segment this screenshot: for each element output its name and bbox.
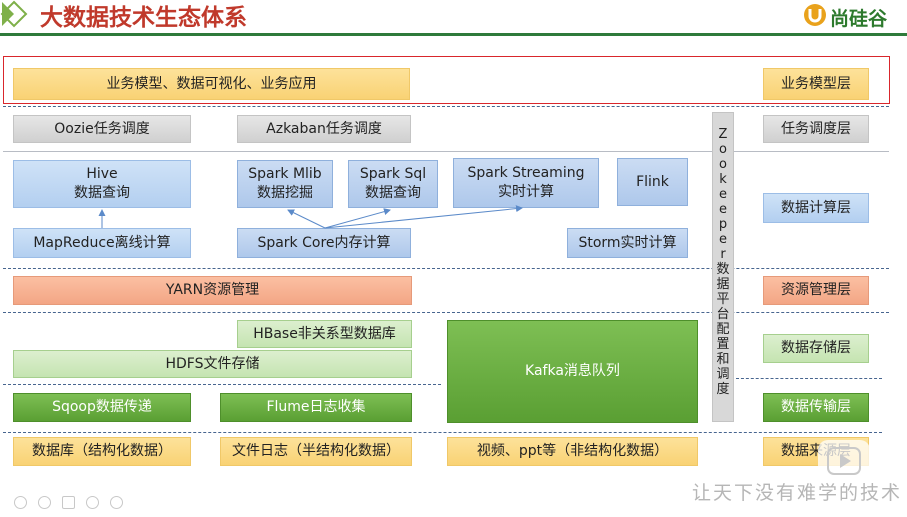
zookeeper-char: Z — [718, 127, 728, 142]
flink-box: Flink — [617, 158, 688, 206]
source-database-box: 数据库（结构化数据） — [13, 437, 191, 466]
layer-label-business: 业务模型层 — [763, 68, 869, 100]
watermark-text: 让天下没有难学的技术 — [692, 482, 903, 504]
zookeeper-char: e — [719, 187, 727, 202]
zookeeper-char: e — [719, 202, 727, 217]
zookeeper-char: 置 — [716, 337, 730, 352]
flume-box: Flume日志收集 — [220, 393, 412, 422]
zookeeper-char: 台 — [716, 307, 730, 322]
zookeeper-char: 和 — [716, 352, 730, 367]
business-app-box: 业务模型、数据可视化、业务应用 — [13, 68, 410, 100]
zookeeper-char: 配 — [716, 322, 730, 337]
layer-label-transfer: 数据传输层 — [763, 393, 869, 422]
pen-tool-icon[interactable] — [38, 496, 51, 509]
mapreduce-box: MapReduce离线计算 — [13, 228, 191, 258]
divider-business — [3, 106, 889, 107]
source-video-box: 视频、ppt等（非结构化数据） — [447, 437, 698, 466]
divider-storage-right — [736, 378, 882, 379]
hdfs-box: HDFS文件存储 — [13, 350, 412, 378]
yarn-box: YARN资源管理 — [13, 276, 412, 305]
zoom-icon[interactable] — [86, 496, 99, 509]
zookeeper-char: 调 — [716, 367, 730, 382]
zookeeper-char: r — [720, 247, 726, 262]
layer-label-scheduling: 任务调度层 — [763, 115, 869, 143]
oozie-box: Oozie任务调度 — [13, 115, 191, 143]
slide-logo-icon — [0, 0, 28, 30]
spark-streaming-box: Spark Streaming 实时计算 — [453, 158, 599, 208]
zookeeper-char: 据 — [716, 277, 730, 292]
zookeeper-char: k — [719, 172, 727, 187]
layer-label-storage: 数据存储层 — [763, 334, 869, 363]
hbase-box: HBase非关系型数据库 — [237, 320, 412, 348]
layer-label-compute: 数据计算层 — [763, 193, 869, 223]
spark-mlib-box: Spark Mlib 数据挖掘 — [237, 160, 333, 208]
prev-slide-icon[interactable] — [14, 496, 27, 509]
zookeeper-char: p — [718, 217, 728, 232]
divider-transfer — [3, 432, 882, 433]
source-log-box: 文件日志（半结构化数据） — [220, 437, 412, 466]
header-divider — [0, 33, 907, 36]
spark-core-arrows — [287, 205, 523, 229]
zookeeper-char: e — [719, 232, 727, 247]
title-bar — [0, 0, 907, 34]
sqoop-box: Sqoop数据传递 — [13, 393, 191, 422]
spark-core-box: Spark Core内存计算 — [237, 228, 411, 258]
page-title: 大数据技术生态体系 — [40, 5, 247, 31]
video-overlay-icon[interactable] — [818, 440, 870, 482]
brand-logo-icon — [803, 2, 827, 28]
divider-scheduling — [3, 151, 889, 152]
azkaban-box: Azkaban任务调度 — [237, 115, 411, 143]
brand-name: 尚硅谷 — [830, 8, 888, 30]
kafka-box: Kafka消息队列 — [447, 320, 698, 423]
spark-sql-box: Spark Sql 数据查询 — [348, 160, 438, 208]
more-options-icon[interactable] — [110, 496, 123, 509]
zookeeper-char: 度 — [716, 382, 730, 397]
zookeeper-char: 平 — [716, 292, 730, 307]
highlight-frame — [3, 56, 890, 104]
hive-box: Hive 数据查询 — [13, 160, 191, 208]
storm-box: Storm实时计算 — [567, 228, 688, 258]
zookeeper-char: o — [719, 142, 727, 157]
divider-resource — [3, 312, 889, 313]
layer-label-resource: 资源管理层 — [763, 276, 869, 305]
divider-compute — [3, 268, 889, 269]
zookeeper-char: 数 — [716, 262, 730, 277]
zookeeper-char: o — [719, 157, 727, 172]
slides-grid-icon[interactable] — [62, 496, 75, 509]
divider-storage-left — [3, 384, 441, 385]
